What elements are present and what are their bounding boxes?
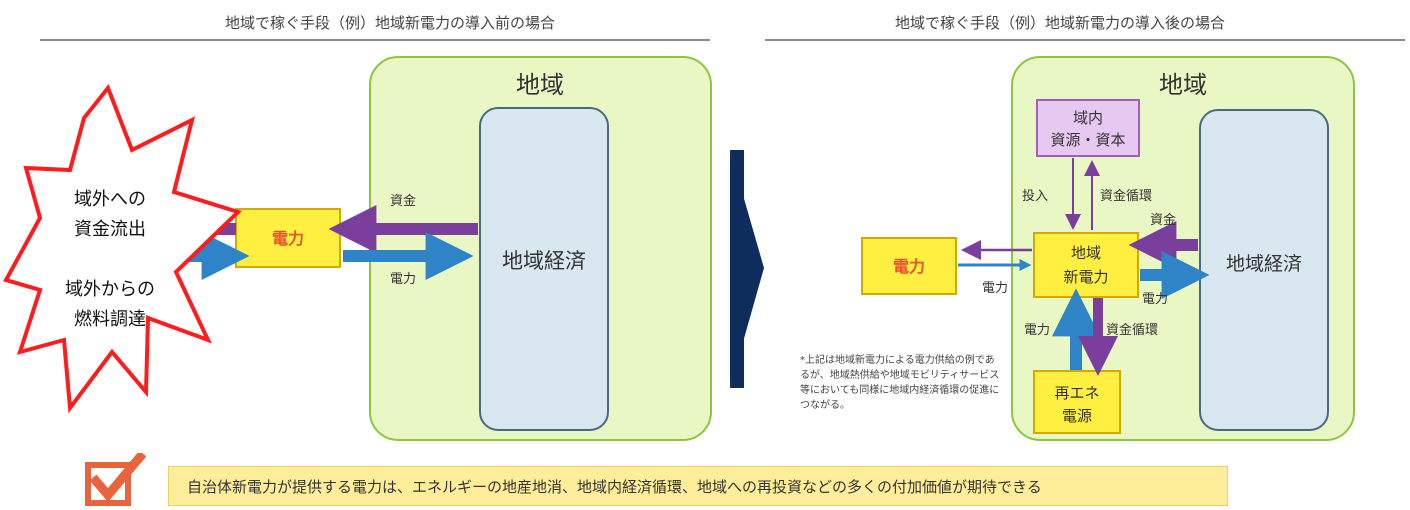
burst-line-3 [40, 245, 180, 275]
right-power-box [861, 237, 957, 295]
renewable-box [1033, 370, 1121, 434]
burst-line-4: 域外からの [65, 279, 155, 300]
new-power-line1: 地域 [1071, 244, 1101, 262]
right-power-label-bottom: 電力 [1024, 323, 1050, 338]
local-resources-line1: 域内 [1073, 109, 1103, 127]
left-economy-box [479, 107, 609, 431]
left-power-box-label: 電力 [272, 229, 304, 248]
outflow-burst-shape [3, 84, 242, 414]
chevron-divider-arrow [730, 150, 764, 388]
checkbox-icon [85, 453, 146, 506]
burst-line-1: 域外への [74, 189, 146, 210]
burst-line-5: 燃料調達 [74, 309, 146, 330]
right-power-box-label: 電力 [893, 257, 925, 276]
right-power-label-left: 電力 [982, 281, 1008, 296]
left-economy-label: 地域経済 [502, 249, 586, 273]
new-power-box [1033, 232, 1139, 298]
right-money-label: 資金 [1150, 212, 1176, 228]
right-economy-label: 地域経済 [1226, 253, 1302, 275]
local-resources-line2: 資源・資本 [1050, 131, 1125, 149]
left-panel-title: 地域で稼ぐ手段（例）地域新電力の導入前の場合 [225, 14, 555, 32]
right-power-label-right: 電力 [1142, 292, 1168, 307]
renewable-line2: 電源 [1062, 407, 1092, 425]
burst-text: 域外への 資金流出 域外からの 燃料調達 [40, 185, 180, 335]
new-power-line2: 新電力 [1063, 268, 1108, 286]
footnote: *上記は地域新電力による電力供給の例であるが、地域熱供給や地域モビリティサービス… [800, 355, 1000, 411]
fund-circulation-top-label: 資金循環 [1100, 188, 1152, 204]
summary-banner-text: 自治体新電力が提供する電力は、エネルギーの地産地消、地域内経済循環、地域への再投… [187, 477, 1042, 496]
renewable-line1: 再エネ [1054, 384, 1099, 402]
left-region-label: 地域 [516, 71, 564, 99]
burst-line-2: 資金流出 [74, 219, 146, 240]
right-panel-title: 地域で稼ぐ手段（例）地域新電力の導入後の場合 [895, 14, 1225, 32]
fund-circulation-bottom-label: 資金循環 [1106, 322, 1158, 338]
left-power-label: 電力 [390, 272, 416, 287]
left-money-label: 資金 [390, 193, 416, 209]
right-region-label: 地域 [1159, 71, 1207, 99]
summary-banner: 自治体新電力が提供する電力は、エネルギーの地産地消、地域内経済循環、地域への再投… [168, 466, 1228, 506]
invest-label: 投入 [1022, 188, 1048, 204]
local-resources-box [1036, 99, 1140, 157]
